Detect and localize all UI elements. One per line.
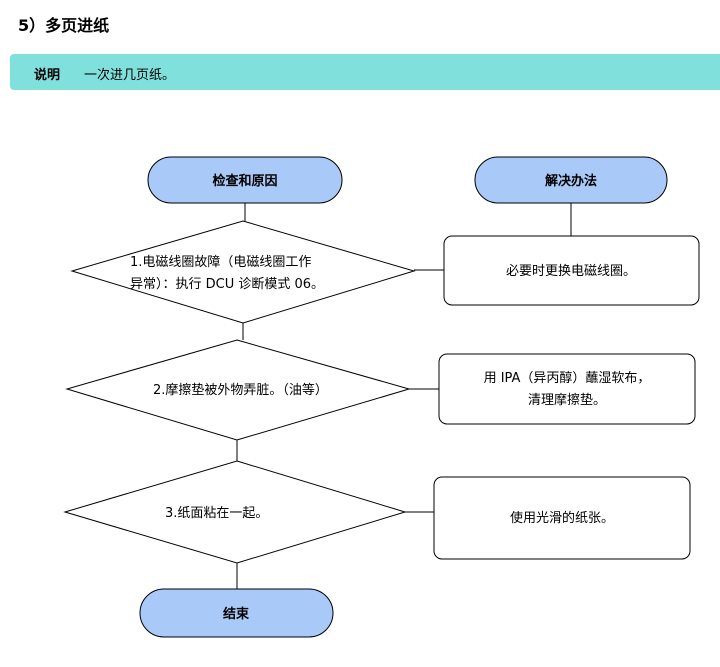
solution-2-line1: 用 IPA（异丙醇）蘸湿软布，: [484, 370, 651, 386]
cause-2-line1: 2.摩擦垫被外物弄脏。（油等）: [153, 382, 328, 398]
solution-1-text: 必要时更换电磁线圈。: [506, 264, 636, 279]
cause-1-line1: 1.电磁线圈故障（电磁线圈工作: [130, 255, 311, 270]
start-label: 检查和原因: [212, 173, 277, 189]
cause-3-line1: 3.纸面粘在一起。: [165, 506, 268, 521]
solution-header-terminal: [474, 156, 668, 204]
cause-2-diamond: [65, 339, 411, 441]
solution-header-label: 解决办法: [544, 173, 597, 189]
connectors: [236, 203, 572, 589]
section-heading: 5）多页进纸: [18, 16, 110, 35]
solution-1-box: [443, 235, 700, 306]
start-terminal: [147, 156, 343, 204]
end-label: 结束: [223, 606, 250, 622]
solution-2-box: [438, 353, 696, 425]
note-text: 一次进几页纸。: [84, 68, 176, 83]
end-terminal: [139, 588, 334, 638]
note-label: 说明: [34, 68, 61, 83]
solution-3-box: [433, 476, 691, 560]
solution-2-line2: 清理摩擦垫。: [528, 392, 606, 408]
cause-3-diamond: [63, 460, 407, 564]
cause-1-line2: 异常）：执行 DCU 诊断模式 06。: [130, 277, 324, 292]
solution-3-text: 使用光滑的纸张。: [510, 510, 614, 526]
cause-1-diamond: [70, 220, 416, 324]
note-bar: 说明 一次进几页纸。: [10, 54, 720, 90]
